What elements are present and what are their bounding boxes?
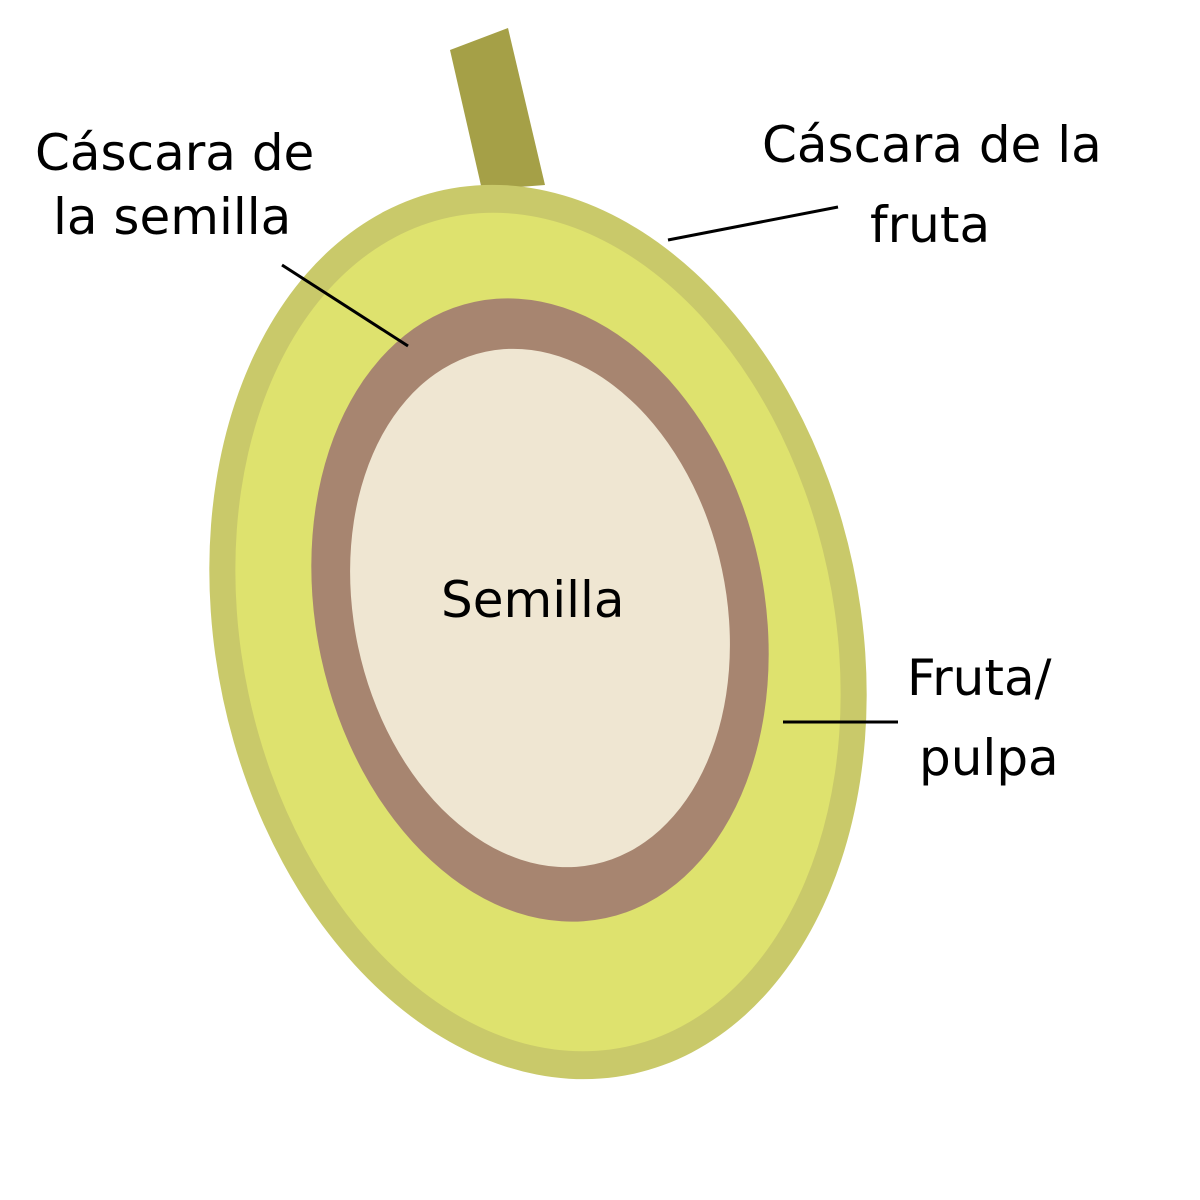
fruit-skin-pointer bbox=[667, 205, 839, 242]
seed-label: Semilla bbox=[441, 571, 625, 629]
seed-coat-label-line1: Cáscara de bbox=[35, 124, 315, 182]
pulp-label: Fruta/ pulpa bbox=[907, 638, 1059, 798]
fruit-skin-label-line2: fruta bbox=[870, 196, 991, 254]
pulp-label-line1: Fruta/ bbox=[907, 649, 1052, 707]
stem bbox=[450, 28, 545, 190]
fruit-skin-label: Cáscara de la fruta bbox=[762, 105, 1102, 265]
seed-coat-pointer bbox=[281, 263, 409, 348]
fruit-skin-label-line1: Cáscara de la bbox=[762, 116, 1102, 174]
seed-coat-label: Cáscara de la semilla bbox=[35, 113, 314, 257]
seed-coat-label-line2: la semilla bbox=[53, 188, 292, 246]
pulp-label-line2: pulpa bbox=[919, 729, 1059, 787]
seed bbox=[350, 348, 730, 868]
